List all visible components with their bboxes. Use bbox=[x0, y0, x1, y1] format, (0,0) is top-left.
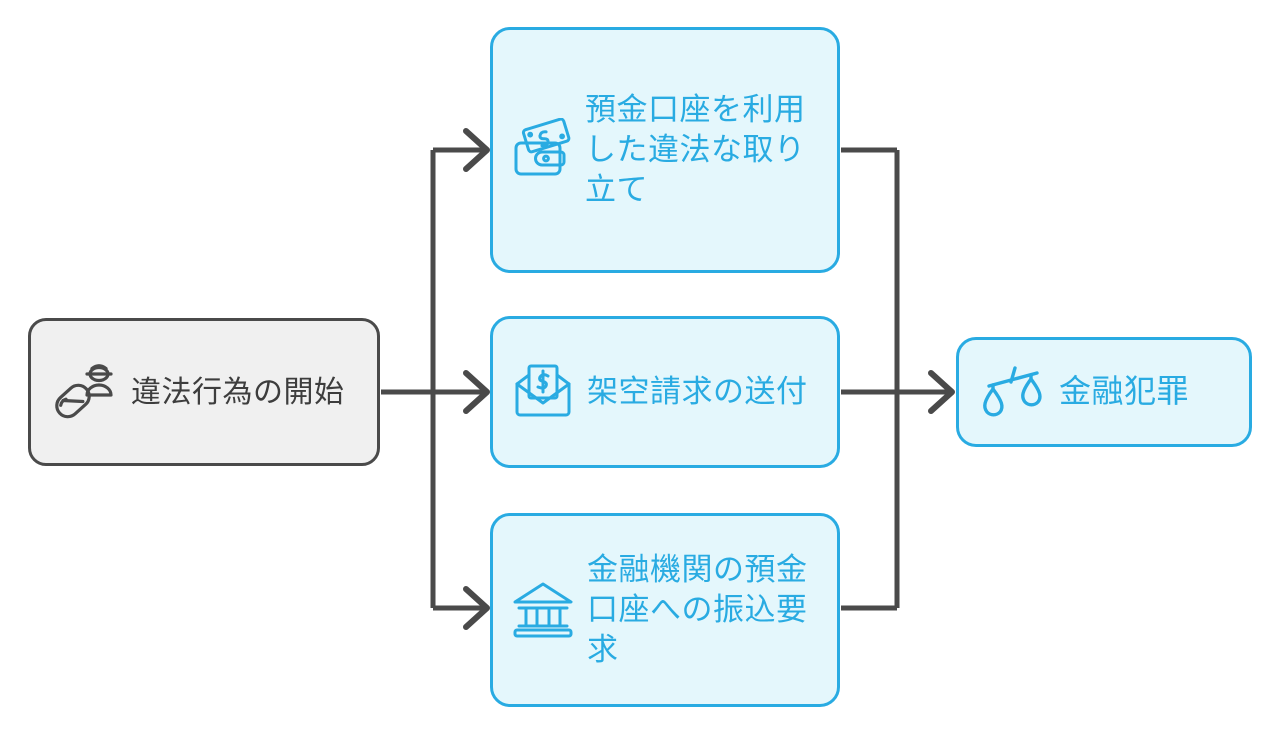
scales-of-justice-icon bbox=[981, 360, 1045, 424]
node-start-label: 違法行為の開始 bbox=[131, 374, 345, 410]
node-collection-label: 預金口座を利用した違法な取り立て bbox=[585, 91, 806, 209]
node-financial-crime[interactable]: 金融犯罪 bbox=[956, 337, 1252, 447]
envelope-money-icon bbox=[511, 360, 575, 424]
arrowhead-collection bbox=[463, 128, 490, 172]
suspect-person-capsule-icon bbox=[53, 360, 117, 424]
node-transfer-label: 金融機関の預金口座への振込要求 bbox=[587, 551, 808, 669]
node-fake-invoice[interactable]: 架空請求の送付 bbox=[490, 316, 840, 468]
node-crime-label: 金融犯罪 bbox=[1059, 372, 1190, 411]
node-illegal-collection[interactable]: 預金口座を利用した違法な取り立て bbox=[490, 27, 840, 273]
arrowhead-crime bbox=[928, 370, 955, 414]
arrowhead-invoice bbox=[463, 370, 490, 414]
bank-building-icon bbox=[511, 578, 575, 642]
wallet-money-icon bbox=[511, 118, 575, 182]
node-start-illegal-act[interactable]: 違法行為の開始 bbox=[28, 318, 380, 466]
node-invoice-label: 架空請求の送付 bbox=[587, 373, 808, 410]
arrowhead-transfer bbox=[463, 586, 490, 630]
node-bank-transfer-request[interactable]: 金融機関の預金口座への振込要求 bbox=[490, 513, 840, 707]
